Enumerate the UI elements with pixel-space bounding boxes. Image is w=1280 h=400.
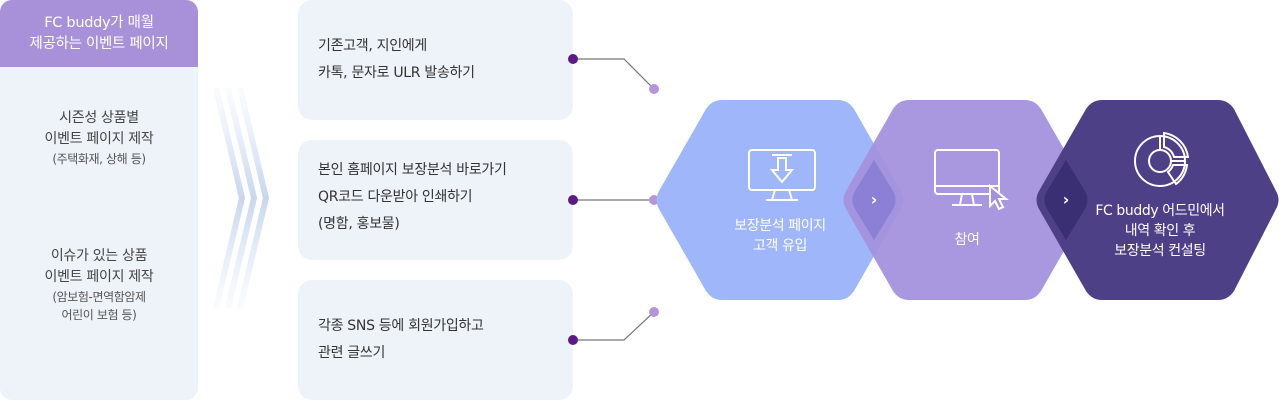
channel-line: 카톡, 문자로 ULR 발송하기 bbox=[318, 65, 475, 81]
chevron-right-icon: › bbox=[1062, 190, 1070, 209]
step-line: 보장분석 페이지 bbox=[734, 218, 826, 234]
step-label-consult: FC buddy 어드민에서 내역 확인 후 보장분석 컨설팅 bbox=[1080, 201, 1240, 261]
item-title-line: 이벤트 페이지 제작 bbox=[44, 131, 154, 147]
connector-line bbox=[573, 311, 655, 341]
overlap-wedge bbox=[1044, 160, 1088, 240]
step-line: 보장분석 컨설팅 bbox=[1114, 243, 1206, 259]
connector-line bbox=[573, 58, 655, 90]
seasonal-event-item: 시즌성 상품별 이벤트 페이지 제작 (주택화재, 상해 등) bbox=[0, 108, 198, 168]
channel-text: 각종 SNS 등에 회원가입하고 관련 글쓰기 bbox=[318, 313, 484, 367]
item-title-line: 이슈가 있는 상품 bbox=[50, 248, 148, 264]
issue-event-item: 이슈가 있는 상품 이벤트 페이지 제작 (암보험-면역함암제 어린이 보험 등… bbox=[0, 246, 198, 324]
monitor-cursor-icon bbox=[934, 149, 1009, 211]
channel-line: QR코드 다운받아 인쇄하기 bbox=[318, 189, 473, 205]
step-label-inflow: 보장분석 페이지 고객 유입 bbox=[700, 216, 860, 256]
item-title-line: 시즌성 상품별 bbox=[59, 110, 139, 126]
connector-dot bbox=[568, 195, 578, 205]
item-sub-line: 어린이 보험 등) bbox=[61, 308, 137, 322]
channel-text: 본인 홈페이지 보장분석 바로가기 QR코드 다운받아 인쇄하기 (명함, 홍보… bbox=[318, 157, 507, 238]
step-line: 참여 bbox=[954, 232, 980, 248]
channel-line: 각종 SNS 등에 회원가입하고 bbox=[318, 318, 484, 334]
step-line: 고객 유입 bbox=[753, 238, 807, 254]
chevron-right-icon: › bbox=[870, 190, 878, 209]
step-line: 내역 확인 후 bbox=[1124, 223, 1196, 239]
chevron-arrows-icon bbox=[213, 88, 270, 308]
item-sub-line: (주택화재, 상해 등) bbox=[52, 152, 146, 166]
panel-header: FC buddy가 매월 제공하는 이벤트 페이지 bbox=[0, 0, 198, 67]
step-hex-consult bbox=[1036, 100, 1279, 300]
channel-text: 기존고객, 지인에게 카톡, 문자로 ULR 발송하기 bbox=[318, 33, 475, 87]
step-hex-participate bbox=[843, 100, 1091, 300]
step-label-participate: 참여 bbox=[887, 230, 1047, 250]
connector-dot bbox=[649, 195, 659, 205]
channel-box-messenger: 기존고객, 지인에게 카톡, 문자로 ULR 발송하기 bbox=[298, 0, 573, 120]
connector-dot bbox=[649, 307, 659, 317]
channel-line: (명함, 홍보물) bbox=[318, 216, 400, 232]
connector-dot bbox=[649, 84, 659, 94]
item-title-line: 이벤트 페이지 제작 bbox=[44, 269, 154, 285]
channel-box-sns: 각종 SNS 등에 회원가입하고 관련 글쓰기 bbox=[298, 280, 573, 400]
monitor-download-icon bbox=[748, 149, 816, 201]
overlap-wedge bbox=[852, 160, 896, 240]
channel-line: 본인 홈페이지 보장분석 바로가기 bbox=[318, 162, 507, 178]
item-sub-line: (암보험-면역함암제 bbox=[52, 290, 146, 304]
step-line: FC buddy 어드민에서 bbox=[1095, 203, 1225, 219]
panel-header-line: 제공하는 이벤트 페이지 bbox=[29, 35, 169, 52]
connector-dot bbox=[568, 54, 578, 64]
channel-box-qr: 본인 홈페이지 보장분석 바로가기 QR코드 다운받아 인쇄하기 (명함, 홍보… bbox=[298, 140, 573, 260]
connector-dot bbox=[568, 335, 578, 345]
channel-line: 관련 글쓰기 bbox=[318, 345, 386, 361]
pie-chart-icon bbox=[1134, 131, 1190, 187]
event-page-panel: FC buddy가 매월 제공하는 이벤트 페이지 시즌성 상품별 이벤트 페이… bbox=[0, 0, 198, 400]
connector-lines bbox=[568, 54, 659, 345]
channel-line: 기존고객, 지인에게 bbox=[318, 38, 427, 54]
panel-header-line: FC buddy가 매월 bbox=[44, 14, 154, 31]
